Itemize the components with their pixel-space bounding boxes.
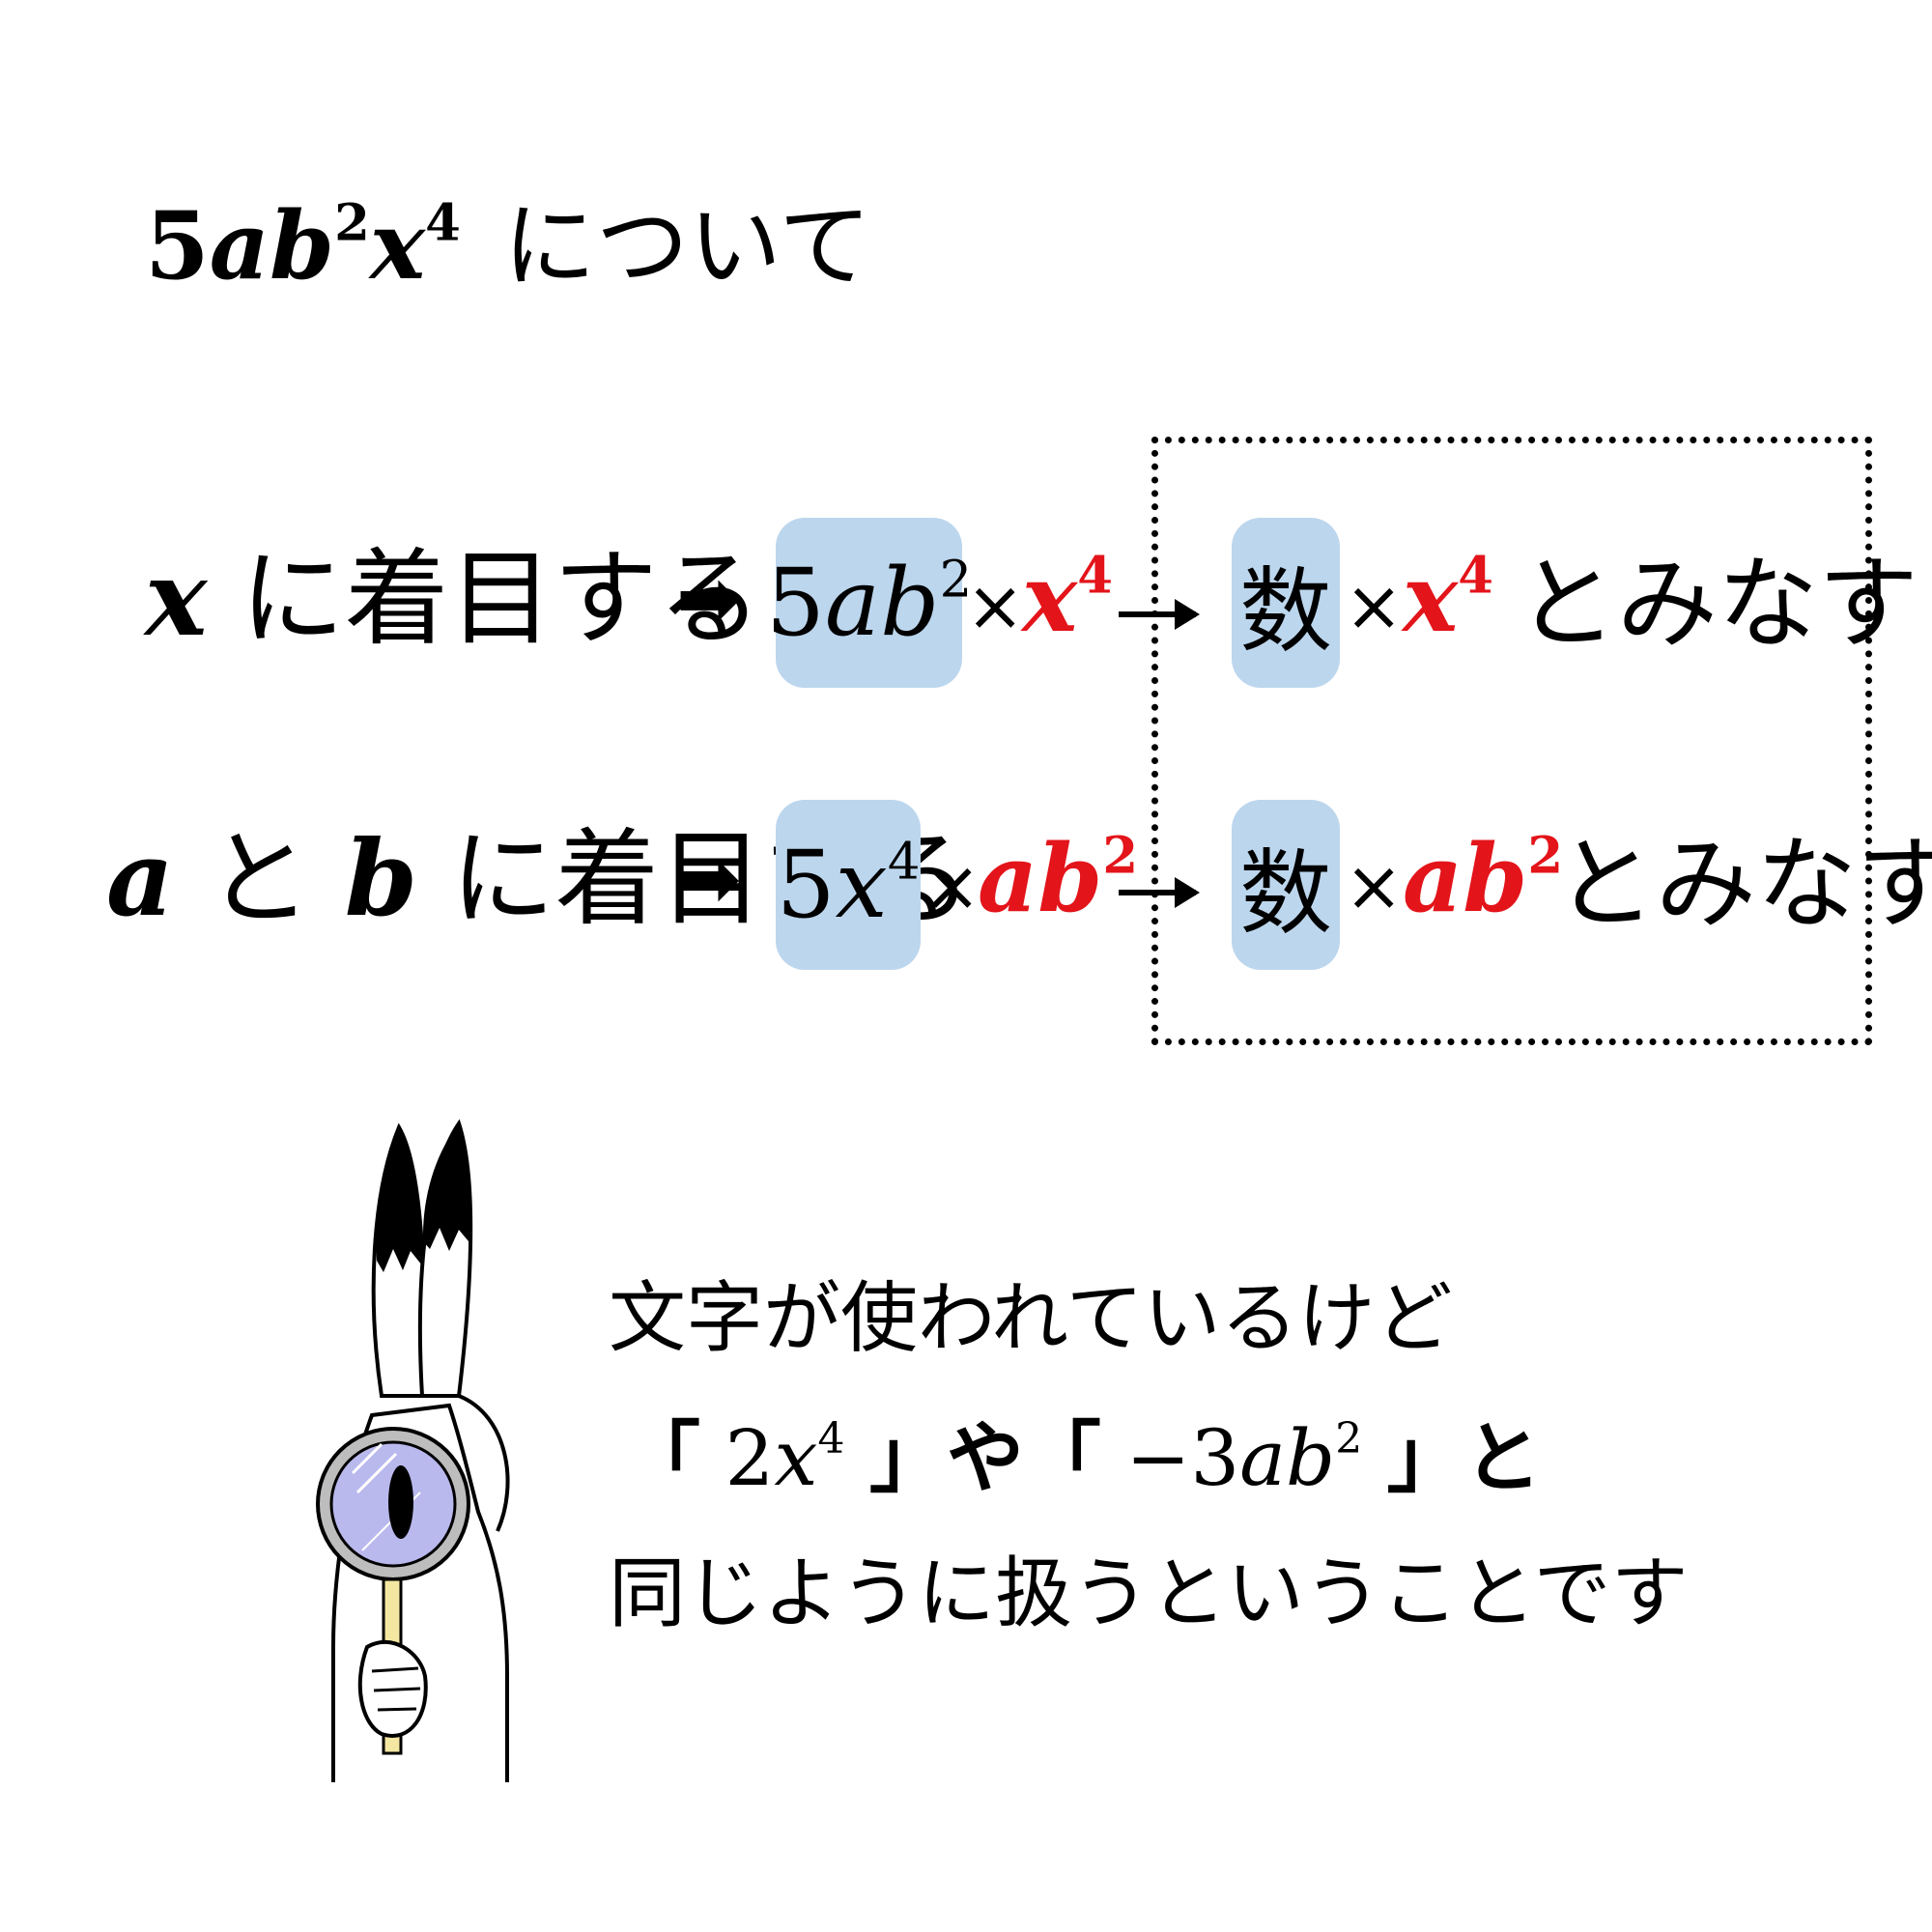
row2-result-suffix: とみなす (1555, 825, 1932, 943)
title-coef: 5 (145, 191, 210, 300)
title-exp1: 2 (334, 192, 370, 253)
row1-result-pill: 数 (1232, 518, 1340, 688)
row2-label-mid: と (207, 819, 312, 940)
explanation-num1: 2 (724, 1413, 775, 1503)
row1-coef-pill: 5ab2 (766, 518, 972, 688)
row1-result-var: x (1403, 544, 1459, 653)
row1-coef-exp: 2 (939, 550, 973, 610)
row1-coef-vars: ab (824, 549, 940, 657)
explanation-num2: −3 (1125, 1413, 1240, 1503)
explanation-mid: や (946, 1413, 1024, 1503)
page-title: 5ab2x4 について (145, 191, 871, 300)
explanation-exp2: 2 (1335, 1414, 1363, 1463)
explanation-bracket-open2: 「 (1023, 1413, 1101, 1503)
row2-focus-term: ab2 (978, 816, 1138, 942)
explanation-line1: 文字が使われているけど (609, 1273, 1453, 1363)
title-vars: ab (209, 191, 335, 300)
row2-coef-num: 5 (776, 831, 836, 939)
row2-coef-exp: 4 (887, 832, 921, 892)
explanation-line2: 「 2x4 」や「 −3ab2 」と (623, 1410, 1542, 1507)
row1-result-exp: 4 (1458, 545, 1493, 606)
row1-result-times: × (1345, 565, 1404, 646)
row2-coef-pill: 5x4 (776, 800, 921, 970)
row1-result-kanji: 数 (1239, 556, 1332, 666)
explanation-var2: ab (1239, 1413, 1336, 1503)
row2-result-var: ab (1403, 824, 1528, 933)
row1-label-text: に着目する (240, 539, 762, 660)
row2-coef-vars: x (835, 831, 888, 939)
explanation-line3: 同じように扱うということです (609, 1548, 1689, 1638)
magnifying-glass-character-icon (314, 1106, 526, 1792)
explanation-var1: x (774, 1413, 818, 1503)
row2-result-times: × (1345, 845, 1404, 926)
explanation-exp1: 4 (817, 1414, 845, 1463)
row2-result-term: ab2 (1403, 816, 1563, 942)
row1-times: × (966, 565, 1025, 646)
title-suffix: について (502, 192, 871, 300)
row2-arrow-icon: ➡ (676, 834, 742, 923)
explanation-end: と (1463, 1413, 1542, 1503)
row2-label-var: a (106, 818, 174, 940)
row2-result-pill: 数 (1232, 800, 1340, 970)
row1-result-term: x4 (1403, 536, 1493, 662)
row1-label-var: x (145, 538, 208, 660)
row2-result-exp: 2 (1527, 825, 1564, 886)
row1-label: x に着目する (145, 536, 762, 663)
explanation-bracket-open1: 「 (623, 1413, 700, 1503)
explanation-bracket-close2: 」 (1386, 1413, 1464, 1503)
row1-focus-var: x (1022, 544, 1078, 653)
row2-focus-var: ab (978, 824, 1103, 933)
row1-coef-num: 5 (765, 549, 825, 657)
row1-focus-term: x4 (1022, 536, 1113, 662)
row1-focus-exp: 4 (1077, 545, 1113, 606)
title-exp2: 4 (425, 192, 461, 253)
row2-times: × (923, 845, 981, 926)
row1-arrow-icon: ➡ (676, 554, 742, 643)
row2-result-kanji: 数 (1239, 838, 1332, 948)
result-group-box (1151, 437, 1872, 1045)
row1-thin-arrow-icon (1119, 599, 1200, 630)
row1-result-suffix: とみなす (1517, 545, 1919, 663)
row2-label-var2: b (344, 818, 418, 940)
row2-thin-arrow-icon (1119, 877, 1200, 908)
row2-focus-exp: 2 (1102, 825, 1139, 886)
title-var2: x (369, 191, 426, 300)
explanation-bracket-close1: 」 (868, 1413, 947, 1503)
row2-label: a と b に着目する (106, 816, 973, 943)
